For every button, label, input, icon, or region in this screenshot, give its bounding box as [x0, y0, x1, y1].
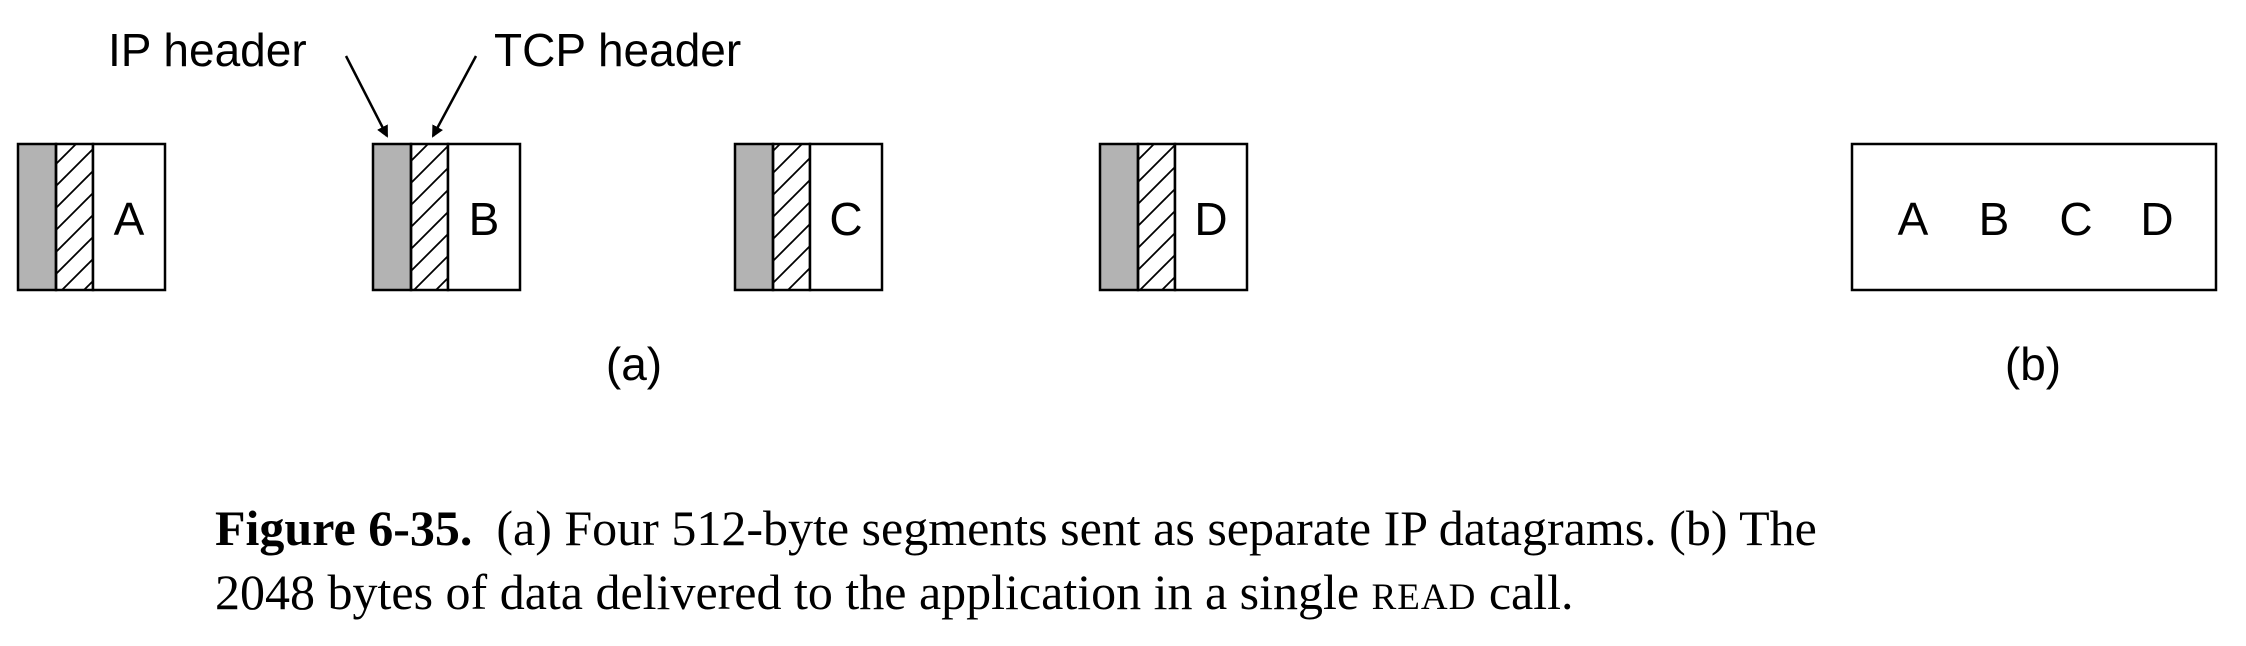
ip-header-label: IP header — [108, 24, 307, 76]
tcp-header-block — [1136, 142, 1177, 292]
tcp-header-arrow — [431, 55, 478, 138]
buffer-label-a: A — [1898, 193, 1929, 245]
figure-number: Figure 6-35. — [215, 500, 473, 556]
segment-b: B — [371, 142, 522, 292]
buffer-label-d: D — [2140, 193, 2173, 245]
segment-label: A — [114, 193, 145, 245]
part-a-label: (a) — [606, 338, 662, 390]
segment-a: A — [16, 142, 167, 292]
caption-text-3: call. — [1476, 564, 1574, 620]
delivered-buffer: A B C D — [1850, 142, 2218, 292]
ip-header-block — [371, 142, 413, 292]
data-block — [91, 142, 167, 292]
part-b-label: (b) — [2005, 338, 2061, 390]
segment-d: D — [1098, 142, 1249, 292]
buffer-label-b: B — [1979, 193, 2010, 245]
data-block — [446, 142, 522, 292]
ip-header-block — [733, 142, 775, 292]
data-block — [808, 142, 884, 292]
segment-label: B — [469, 193, 500, 245]
tcp-header-block — [771, 142, 812, 292]
tcp-header-block — [409, 142, 450, 292]
segment-label: C — [829, 193, 862, 245]
caption-line-2: 2048 bytes of data delivered to the appl… — [215, 560, 2175, 630]
buffer-label-c: C — [2059, 193, 2092, 245]
segment-label: D — [1194, 193, 1227, 245]
tcp-header-block — [54, 142, 95, 292]
segment-c: C — [733, 142, 884, 292]
read-smallcaps: READ — [1371, 577, 1477, 618]
caption-text-2: 2048 bytes of data delivered to the appl… — [215, 564, 1372, 620]
ip-header-block — [1098, 142, 1140, 292]
ip-header-arrow — [344, 55, 389, 138]
caption-line-1: Figure 6-35. (a) Four 512-byte segments s… — [215, 496, 2175, 560]
tcp-header-label: TCP header — [494, 24, 741, 76]
data-block — [1173, 142, 1249, 292]
buffer-box — [1850, 142, 2218, 292]
caption-text-1: (a) Four 512-byte segments sent as separ… — [496, 500, 1817, 556]
figure-caption: Figure 6-35. (a) Four 512-byte segments s… — [215, 496, 2175, 630]
ip-header-block — [16, 142, 58, 292]
